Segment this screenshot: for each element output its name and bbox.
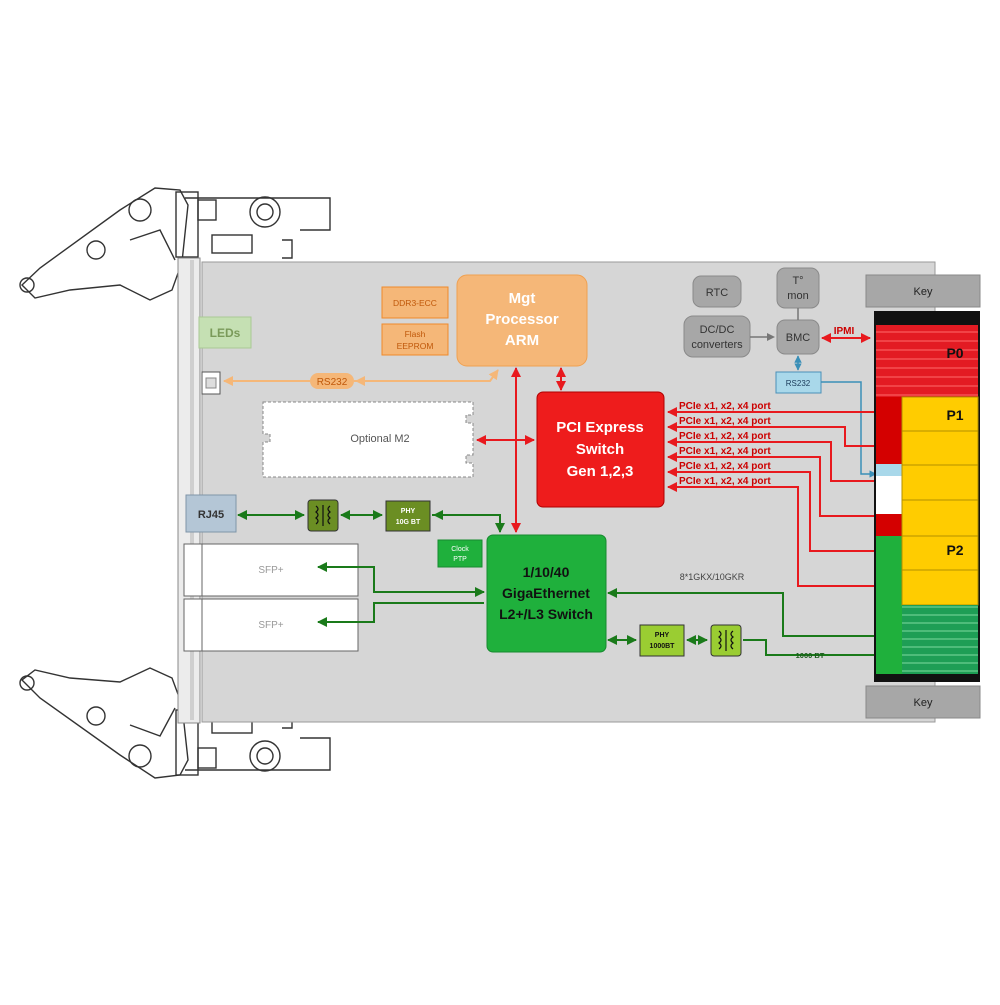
mgt-processor-block [456, 274, 588, 367]
key-top [865, 274, 981, 308]
p1-connector [901, 396, 979, 537]
pcie-switch-block [536, 391, 665, 508]
rj45-label: RJ45 [198, 509, 224, 521]
ge-label-line1: 1/10/40 [523, 564, 570, 580]
sfp-port-2 [201, 598, 359, 652]
optional-m2-label: Optional M2 [350, 433, 409, 445]
rs232-rear-label: RS232 [786, 379, 811, 388]
phy-1000bt-label-2: 1000BT [650, 643, 676, 650]
front-panel-rail [190, 260, 194, 720]
p1-left-column-white [876, 476, 902, 514]
mgt-label: Mgt [509, 290, 536, 307]
leds-block [198, 316, 252, 349]
pcie-port-label-4: PCIe x1, x2, x4 port [679, 446, 771, 457]
pcie-port-label-5: PCIe x1, x2, x4 port [679, 461, 771, 472]
phy-10g-block [385, 500, 431, 532]
dcdc-label-2: converters [691, 339, 743, 351]
ge-label-line3: L2+/L3 Switch [499, 606, 593, 622]
sfp1-to-ge-arrow [317, 562, 485, 597]
clock-label: Clock [451, 546, 469, 553]
p2-ethernet-area [902, 605, 978, 674]
key-top-label: Key [914, 286, 933, 298]
pcie-port-arrow-6 [667, 482, 903, 591]
p2-left-column-green [876, 536, 902, 674]
ddr3-ecc-label: DDR3-ECC [393, 298, 437, 308]
optional-m2-slot [262, 401, 474, 478]
pcie-port-label-2: PCIe x1, x2, x4 port [679, 416, 771, 427]
p0-connector [876, 325, 978, 397]
phy-10g-label-2: 10G BT [396, 519, 421, 526]
pcie-label-line3: Gen 1,2,3 [567, 463, 634, 480]
pcie-label-line1: PCI Express [556, 419, 644, 436]
pcie-port-label-1: PCIe x1, x2, x4 port [679, 401, 771, 412]
leds-label: LEDs [210, 326, 241, 340]
p1-left-column-red [876, 397, 902, 464]
ge-label-line2: GigaEthernet [502, 585, 590, 601]
rtc-label: RTC [706, 287, 728, 299]
gigaethernet-switch-block [486, 534, 607, 653]
p0-label: P0 [946, 345, 963, 361]
p2-label: P2 [946, 542, 963, 558]
rs232-front-arrow-right [354, 369, 499, 382]
rs232-front-label: RS232 [317, 377, 348, 388]
rj45-port [185, 494, 237, 533]
ipmi-label: IPMI [834, 326, 855, 337]
dcdc-to-bmc-arrowhead [767, 333, 775, 341]
temp-label-1: T° [792, 275, 803, 287]
flash-label: Flash [405, 329, 426, 339]
p1-left-column-red2 [876, 514, 902, 536]
processor-label: Processor [485, 311, 559, 328]
magnetics-to-p2-arrow [743, 639, 906, 660]
sfp-port-1-tab [183, 543, 203, 597]
flash-eeprom-block [381, 323, 449, 356]
magnetics-right-icon [718, 630, 734, 651]
gkx-label: 8*1GKX/10GKR [680, 572, 745, 582]
rtc-block [692, 275, 742, 308]
ddr3-ecc-block [381, 286, 449, 319]
key-bottom [865, 685, 981, 719]
magnetics-left-icon [315, 505, 331, 526]
ge-to-p2-kx-arrow [607, 588, 905, 637]
phy10g-to-ge-arrow [432, 514, 505, 533]
temp-label-2: mon [787, 290, 808, 302]
front-rs232-port-socket [205, 377, 217, 389]
pcie-port-label-6: PCIe x1, x2, x4 port [679, 476, 771, 487]
rs232-front-badge [310, 373, 354, 389]
dcdc-label-1: DC/DC [700, 324, 735, 336]
ptp-label: PTP [453, 556, 467, 563]
sfp-port-1-label: SFP+ [258, 565, 283, 576]
pcie-port-label-3: PCIe x1, x2, x4 port [679, 431, 771, 442]
arm-label: ARM [505, 332, 539, 349]
eeprom-label: EEPROM [397, 341, 434, 351]
phy-1000bt-block [639, 624, 685, 657]
p1-left-column-blue [876, 464, 902, 476]
temp-monitor-block [776, 267, 820, 309]
phy-1000bt-label-1: PHY [655, 632, 670, 639]
bmc-label: BMC [786, 332, 811, 344]
sfp-port-2-label: SFP+ [258, 620, 283, 631]
sfp-port-2-tab [183, 598, 203, 652]
front-panel [177, 257, 201, 724]
p1-label: P1 [946, 407, 963, 423]
sfp2-to-ge-arrow [317, 602, 484, 627]
key-bottom-label: Key [914, 697, 933, 709]
phy-10g-label-1: PHY [401, 508, 416, 515]
bt1000-label: 1000 BT [796, 651, 825, 660]
pcie-label-line2: Switch [576, 441, 624, 458]
